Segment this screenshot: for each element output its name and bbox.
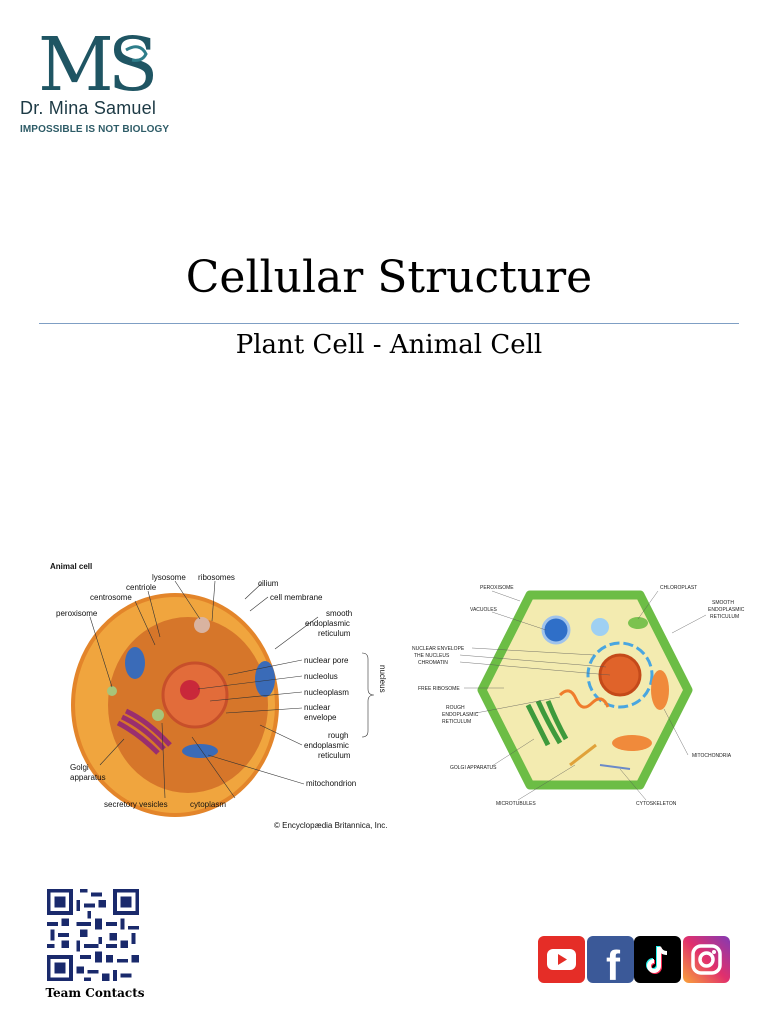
plant-label-chloroplast: CHLOROPLAST — [660, 585, 697, 591]
label-rough-er-1: rough — [328, 731, 348, 740]
plant-label-golgi: GOLGI APPARATUS — [450, 765, 497, 771]
label-golgi-1: Golgi — [70, 763, 89, 772]
youtube-icon — [547, 949, 576, 970]
logo-name: Dr. Mina Samuel — [20, 98, 157, 118]
label-centriole: centriole — [126, 583, 157, 592]
plant-label-smooth-er-3: RETICULUM — [710, 614, 739, 620]
youtube-button[interactable] — [538, 936, 585, 983]
label-rough-er-3: reticulum — [318, 751, 351, 760]
label-rough-er-2: endoplasmic — [304, 741, 349, 750]
plant-nucleus-envelope — [586, 641, 654, 709]
brand-logo: MS — [38, 22, 160, 108]
plant-label-the-nucleus: THE NUCLEUS — [414, 653, 450, 659]
instagram-icon — [691, 944, 722, 975]
document-subtitle: Plant Cell - Animal Cell — [235, 330, 543, 360]
chloroplast-shape — [628, 617, 648, 629]
label-cilium: cilium — [258, 579, 279, 588]
plant-label-nuclear-envelope: NUCLEAR ENVELOPE — [412, 646, 465, 652]
label-secretory-vesicles: secretory vesicles — [104, 800, 168, 809]
plant-rough-er-shape — [558, 689, 610, 709]
facebook-glyph: f — [606, 942, 621, 983]
plant-label-peroxisome: PEROXISOME — [480, 585, 514, 591]
plant-label-microtubules: MICROTUBULES — [496, 801, 536, 807]
vacuole-shape — [541, 615, 571, 645]
label-nucleolus: nucleolus — [304, 672, 338, 681]
plant-label-smooth-er-1: SMOOTH — [712, 600, 734, 606]
facebook-button[interactable]: f — [587, 936, 634, 989]
label-cell-membrane: cell membrane — [270, 593, 323, 602]
label-nucleus: nucleus — [378, 665, 387, 693]
logo-swirl-icon — [125, 45, 148, 62]
peroxisome-shape — [107, 686, 117, 696]
animal-cell-heading: Animal cell — [50, 562, 92, 571]
plant-label-smooth-er-2: ENDOPLASMIC — [708, 607, 745, 613]
animal-credit: © Encyclopædia Britannica, Inc. — [274, 821, 388, 830]
vacuole-small-shape — [591, 618, 609, 636]
label-smooth-er-1: smooth — [326, 609, 352, 618]
golgi-shape — [116, 708, 172, 755]
plant-golgi-shape — [525, 699, 569, 747]
qr-label: Team Contacts — [45, 986, 145, 1000]
plant-label-vacuoles: VACUOLES — [470, 607, 498, 613]
label-smooth-er-3: reticulum — [318, 629, 351, 638]
label-ribosomes: ribosomes — [198, 573, 235, 582]
plant-label-free-ribosome: FREE RIBOSOME — [418, 686, 460, 692]
lysosome-shape — [194, 617, 210, 633]
mitochondrion-shape-3 — [182, 744, 218, 758]
plant-nucleus-shape — [598, 653, 642, 697]
logo-tagline: IMPOSSIBLE IS NOT BIOLOGY — [20, 124, 170, 135]
mitochondrion-shape-2 — [125, 647, 145, 679]
label-nucleoplasm: nucleoplasm — [304, 688, 349, 697]
plant-label-mitochondria: MITOCHONDRIA — [692, 753, 732, 759]
plant-leader-lines — [459, 590, 707, 801]
label-golgi-2: apparatus — [70, 773, 106, 782]
plant-label-cytoskeleton: CYTOSKELETON — [636, 801, 677, 807]
tiktok-icon — [646, 946, 668, 974]
qr-code[interactable] — [46, 889, 140, 981]
label-nuclear-pore: nuclear pore — [304, 656, 349, 665]
plant-cell-diagram: PEROXISOME CHLOROPLAST VACUOLES SMOOTH E… — [412, 585, 745, 807]
label-smooth-er-2: endoplasmic — [305, 619, 350, 628]
plant-mitochondria-shape-2 — [612, 735, 652, 751]
plant-label-rough-er-1: ROUGH — [446, 705, 465, 711]
label-nuclear-envelope-1: nuclear — [304, 703, 331, 712]
mitochondrion-shape — [255, 661, 275, 697]
plant-label-rough-er-3: RETICULUM — [442, 719, 471, 725]
plant-mitochondria-shape — [651, 670, 669, 710]
label-centrosome: centrosome — [90, 593, 132, 602]
label-nuclear-envelope-2: envelope — [304, 713, 337, 722]
cytoskeleton-shape — [599, 764, 631, 770]
title-divider — [39, 323, 739, 324]
microtubule-shape — [569, 743, 597, 767]
tiktok-button[interactable] — [634, 936, 681, 983]
label-peroxisome: peroxisome — [56, 609, 98, 618]
label-cytoplasm: cytoplasm — [190, 800, 226, 809]
plant-label-rough-er-2: ENDOPLASMIC — [442, 712, 479, 718]
label-lysosome: lysosome — [152, 573, 186, 582]
document-title: Cellular Structure — [185, 252, 593, 303]
nucleolus-shape — [180, 680, 200, 700]
vesicle-shape — [152, 709, 164, 721]
plant-label-chromatin: CHROMATIN — [418, 660, 448, 666]
animal-leader-lines — [89, 580, 375, 799]
logo-monogram: MS — [38, 22, 154, 108]
facebook-icon: f — [606, 942, 621, 989]
instagram-button[interactable] — [683, 936, 730, 983]
label-mitochondrion: mitochondrion — [306, 779, 356, 788]
animal-cell-diagram: Animal cell lysosome ribosomes centriole… — [50, 562, 388, 830]
